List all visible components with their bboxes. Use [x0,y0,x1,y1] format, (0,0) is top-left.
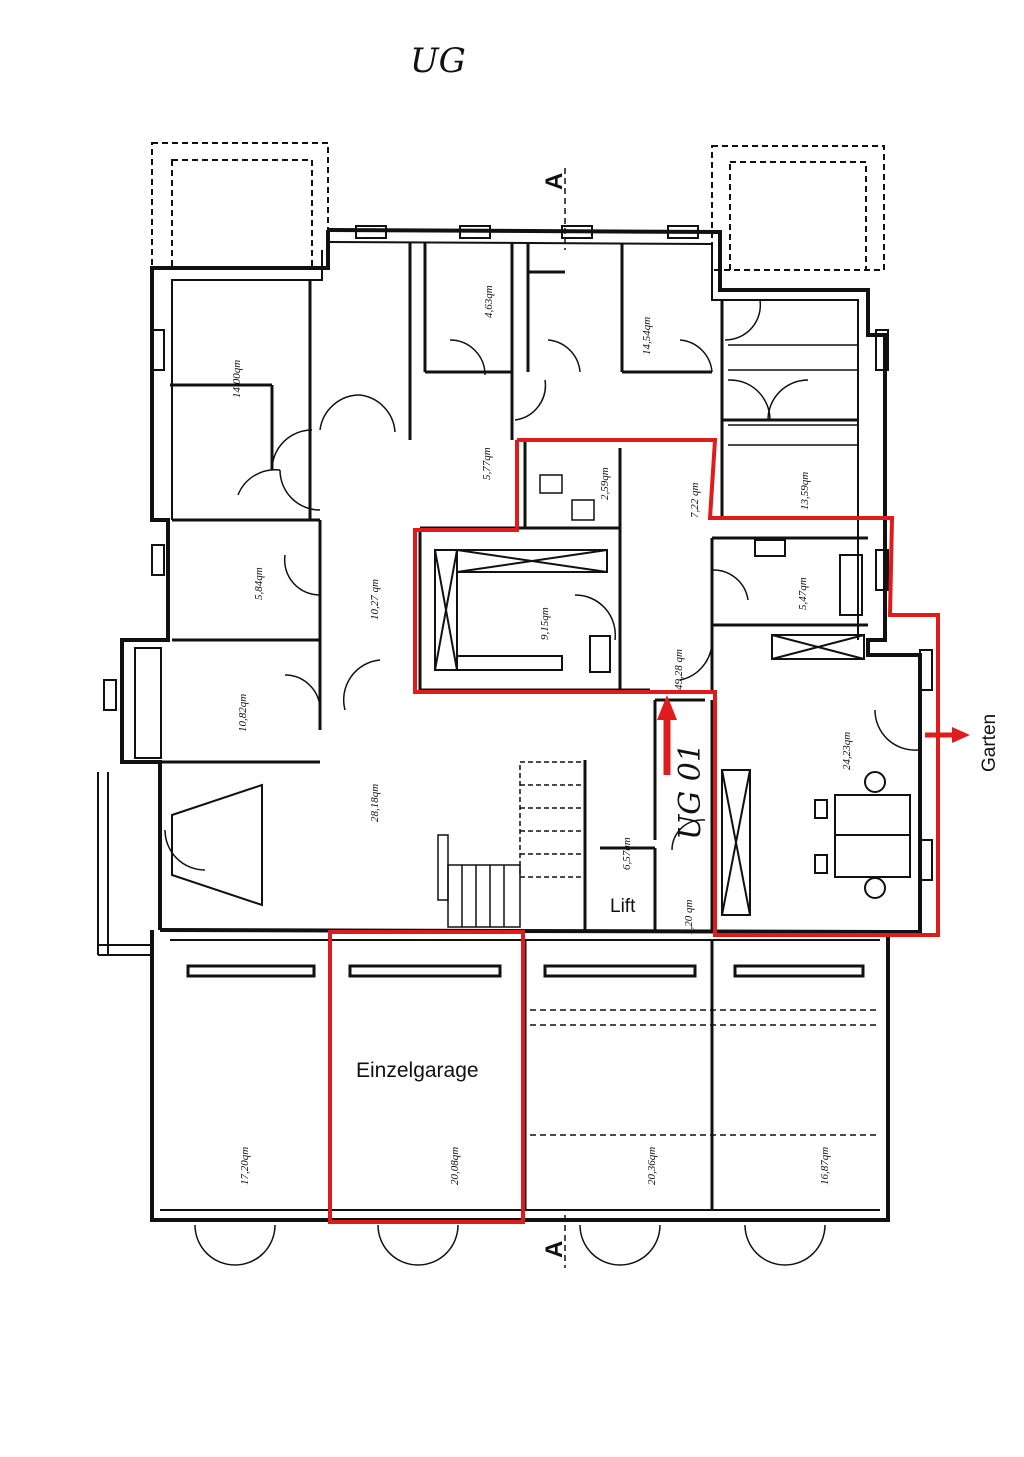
interior-walls [122,242,868,1210]
garden-label: Garten [979,714,1000,772]
section-marker-bottom: A [541,1241,568,1258]
section-marker-top: A [541,173,568,190]
terrace-dashed [151,142,885,271]
garage-outline [328,930,525,1224]
room-area: 14,54qm [641,317,653,355]
room-area: 16,87qm [819,1147,831,1185]
room-area: 5,47qm [797,577,809,610]
room-area: 5,84qm [253,567,265,600]
room-area: 28,18qm [369,784,381,822]
garage-door-bars [186,964,865,978]
room-area: 20,36qm [646,1147,658,1185]
room-area: 10,27 qm [369,579,381,620]
entrance-ramp [97,772,263,956]
room-area: 49,28 qm [673,649,685,690]
single-garage-label: Einzelgarage [356,1059,479,1082]
room-area: 2,59qm [599,467,611,500]
room-area: 9,15qm [539,607,551,640]
staircase [437,761,586,928]
room-area: 17,20qm [239,1147,251,1185]
bathroom-fixtures [539,344,858,521]
lift-label: Lift [610,896,636,917]
room-area: 5,77qm [481,447,493,480]
garage-dashed-lines [530,1009,880,1136]
room-area: 13,59qm [799,472,811,510]
dining-table [814,771,911,899]
room-area: 1,20 qm [683,900,695,936]
door-swings [164,299,919,1266]
room-area: 6,57qm [621,837,633,870]
room-area: 14,00qm [231,360,243,398]
room-area: 10,82qm [237,694,249,732]
room-areas: 14,00qm 4,63qm 14,54qm 5,77qm 2,59qm 7,2… [231,285,853,1185]
room-area: 4,63qm [483,285,495,318]
entry-arrow-icon [657,695,677,775]
room-area: 20,08qm [449,1147,461,1185]
apartment-outline [413,438,940,937]
room-area: 7,22 qm [689,483,701,519]
floor-title: UG [410,41,466,81]
window-marks [103,225,933,881]
room-area: 24,23qm [841,732,853,770]
kitchen-cabinets [434,539,865,916]
garden-arrow-icon [925,727,970,743]
unit-label: UG 01 [673,743,708,840]
